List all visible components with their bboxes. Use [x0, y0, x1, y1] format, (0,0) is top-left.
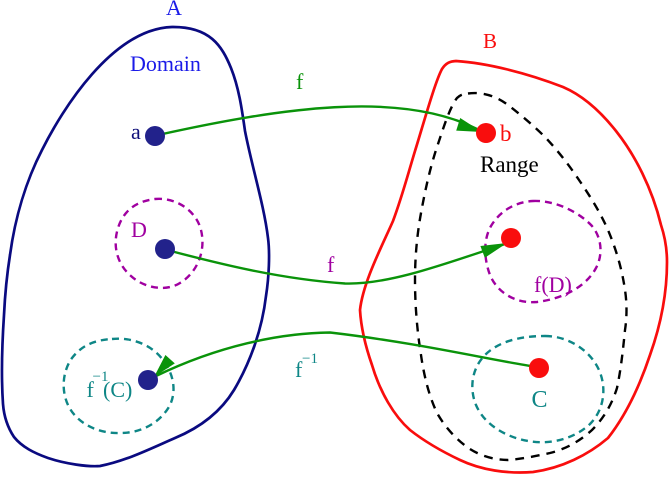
svg-text:−1: −1 [93, 369, 109, 385]
svg-text:f: f [87, 377, 95, 402]
svg-text:D: D [131, 217, 147, 242]
svg-text:Domain: Domain [130, 51, 201, 76]
svg-text:−1: −1 [302, 351, 318, 367]
svg-text:f: f [295, 357, 303, 382]
svg-text:(C): (C) [103, 377, 132, 402]
svg-text:C: C [532, 387, 548, 413]
svg-text:f: f [296, 69, 304, 94]
svg-text:b: b [500, 121, 512, 146]
svg-text:A: A [166, 0, 182, 20]
svg-text:Range: Range [480, 152, 539, 177]
svg-text:f: f [327, 252, 335, 277]
svg-text:B: B [483, 29, 497, 53]
svg-text:f(D): f(D) [534, 272, 572, 297]
svg-text:a: a [131, 119, 141, 144]
